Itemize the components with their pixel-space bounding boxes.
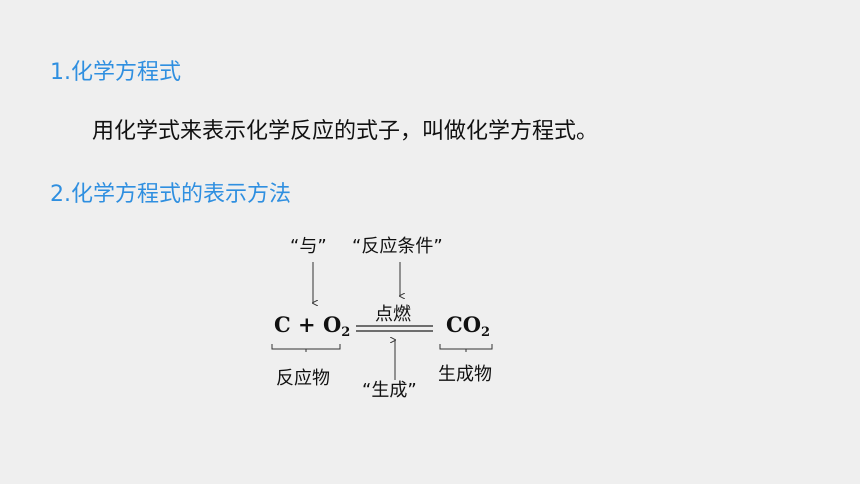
section-1-heading: 1.化学方程式 <box>50 60 181 85</box>
product-formula: CO2 <box>446 314 490 339</box>
label-reactants: 反应物 <box>276 368 330 389</box>
plus-sign: + <box>290 312 323 337</box>
reactants-brace <box>271 344 341 352</box>
section-2-heading: 2.化学方程式的表示方法 <box>50 182 291 207</box>
label-products: 生成物 <box>438 364 492 385</box>
product-subscript: 2 <box>481 325 491 340</box>
oxygen-subscript: 2 <box>341 325 351 340</box>
carbon-dioxide: CO <box>446 312 482 337</box>
carbon: C <box>274 312 291 337</box>
definition-text: 用化学式来表示化学反应的式子，叫做化学方程式。 <box>92 119 599 144</box>
annotation-condition: “反应条件” <box>352 236 443 257</box>
oxygen: O <box>322 312 342 337</box>
reactants-formula: C + O2 <box>274 314 350 339</box>
reaction-condition: 点燃 <box>375 304 411 325</box>
products-brace <box>439 344 493 352</box>
annotation-forms: “生成” <box>362 380 417 401</box>
annotation-and: “与” <box>290 236 327 257</box>
